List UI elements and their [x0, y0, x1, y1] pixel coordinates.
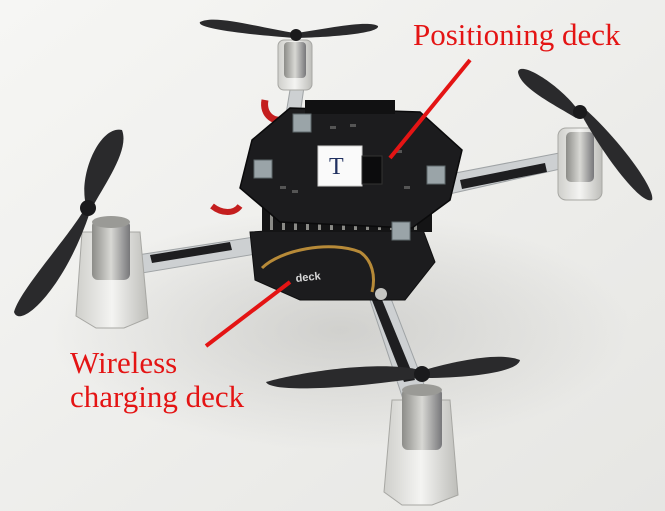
motor-back-right — [557, 127, 603, 201]
header-connector — [305, 100, 395, 114]
uwb-antenna-pad — [391, 221, 411, 241]
propeller-back-right — [518, 68, 653, 201]
wireless-charging-label-line2: charging deck — [70, 379, 245, 414]
wireless-charging-pointer — [204, 280, 292, 348]
positioning-deck-pointer — [388, 58, 472, 160]
arm-front-left-strip — [150, 242, 232, 263]
propeller-front-right — [266, 356, 520, 389]
board-label — [317, 145, 363, 187]
propellers — [14, 19, 653, 389]
motor-back-left — [277, 39, 313, 91]
uwb-antenna-pad — [292, 113, 312, 133]
arm-back-right-strip — [460, 163, 547, 189]
board-marking: T — [329, 154, 344, 180]
propeller-back-left — [199, 19, 379, 41]
positioning-deck-label: Positioning deck — [413, 17, 621, 52]
deck-silkscreen: deck — [295, 270, 322, 285]
uwb-antenna-pad — [253, 159, 273, 179]
dw1000-chip — [361, 155, 383, 185]
drone-shadow — [50, 210, 630, 450]
wireless-charging-deck-label: Wireless charging deck — [70, 346, 244, 414]
motor-front-right — [383, 384, 459, 506]
motor-mounts — [75, 39, 603, 506]
charging-coil-trace — [260, 245, 375, 293]
arm-front-right-strip — [368, 290, 415, 382]
motor-front-left — [75, 216, 149, 329]
wireless-charging-label-line1: Wireless — [70, 345, 178, 380]
propeller-front-left — [14, 129, 124, 317]
smd-components — [280, 124, 410, 193]
uwb-antenna-pad — [426, 165, 446, 185]
mount-screw — [375, 288, 387, 300]
